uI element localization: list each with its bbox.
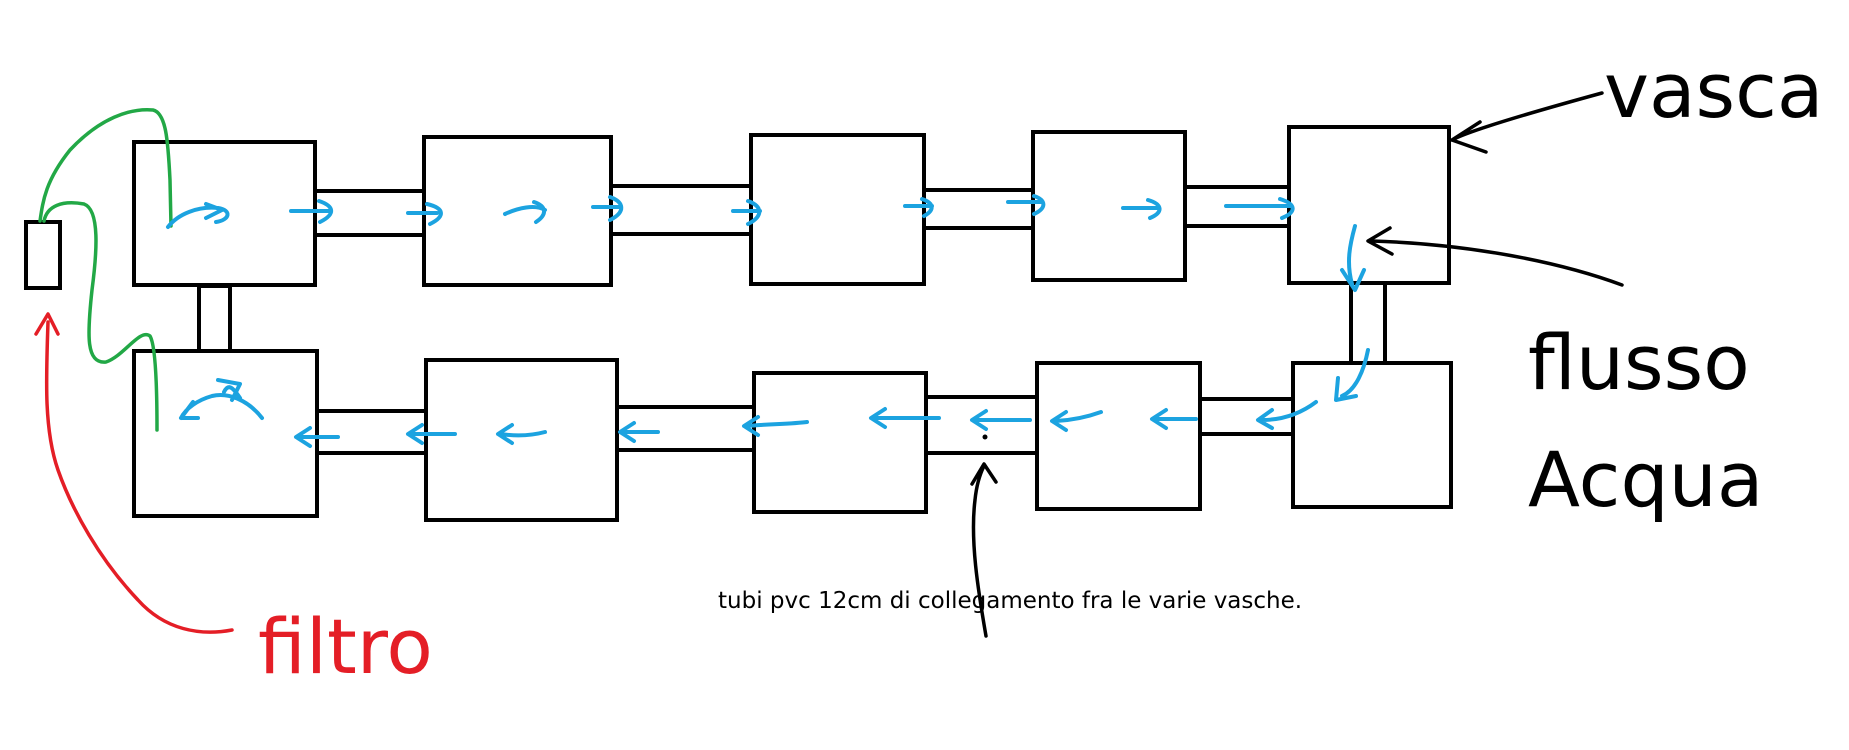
tank-bottom-1 bbox=[132, 349, 319, 518]
tank-bottom-5 bbox=[1291, 361, 1453, 509]
flow-arrow bbox=[496, 423, 547, 445]
tank-top-5 bbox=[1287, 125, 1451, 285]
pipe-top-3 bbox=[920, 188, 1035, 230]
label-vasca: vasca bbox=[1604, 46, 1824, 135]
label-tubi: tubi pvc 12cm di collegamento fra le var… bbox=[718, 588, 1302, 614]
flow-arrow bbox=[1121, 198, 1162, 220]
hose-return bbox=[42, 201, 159, 432]
pointers bbox=[34, 91, 1624, 638]
tank-bottom-4 bbox=[1035, 361, 1202, 511]
flow-arrow bbox=[179, 393, 264, 420]
tank-top-3 bbox=[749, 133, 926, 286]
flow-arrow bbox=[1340, 224, 1366, 292]
flow-arrow bbox=[1334, 348, 1370, 402]
tank-bottom-3 bbox=[752, 371, 928, 514]
pipe-top-2 bbox=[608, 184, 755, 236]
flow-arrow bbox=[1050, 410, 1103, 432]
flow-arrow bbox=[216, 378, 242, 402]
label-flusso: flusso bbox=[1528, 318, 1750, 407]
pipe-left-vertical bbox=[197, 284, 232, 354]
filter-hoses bbox=[38, 108, 173, 432]
flow-arrow bbox=[618, 421, 660, 443]
water-flow-arrows bbox=[166, 194, 1370, 448]
flow-arrow bbox=[503, 200, 547, 224]
pipe-marker-dot bbox=[982, 434, 988, 440]
flow-arrow bbox=[289, 199, 334, 224]
flow-arrow bbox=[406, 202, 443, 226]
flow-arrow bbox=[970, 409, 1032, 431]
flow-arrow bbox=[1256, 400, 1318, 430]
hose-inlet bbox=[38, 108, 173, 228]
flow-arrow bbox=[742, 415, 809, 437]
flow-arrow bbox=[166, 202, 230, 229]
flow-arrow bbox=[1150, 408, 1198, 430]
tank-top-1 bbox=[132, 140, 317, 287]
flow-arrow bbox=[731, 199, 762, 226]
vasca-pointer-arrow bbox=[1450, 91, 1604, 154]
filter-unit bbox=[24, 220, 62, 290]
tank-bottom-2 bbox=[424, 358, 619, 522]
label-acqua: Acqua bbox=[1528, 435, 1763, 524]
tubi-pointer-arrow bbox=[970, 462, 998, 638]
tank-top-4 bbox=[1031, 130, 1187, 282]
flow-arrow bbox=[1224, 197, 1295, 220]
flow-arrow bbox=[869, 407, 941, 429]
flow-arrow bbox=[294, 426, 340, 448]
pipe-bottom-3 bbox=[614, 405, 761, 452]
flow-arrow bbox=[406, 423, 457, 445]
flow-arrow bbox=[903, 197, 934, 218]
flow-arrow bbox=[1006, 194, 1046, 216]
label-filtro: filtro bbox=[258, 602, 433, 691]
flow-arrow bbox=[591, 195, 624, 222]
filtro-pointer-arrow bbox=[34, 312, 234, 634]
tanks bbox=[132, 125, 1453, 522]
flusso-pointer-arrow bbox=[1366, 226, 1624, 287]
